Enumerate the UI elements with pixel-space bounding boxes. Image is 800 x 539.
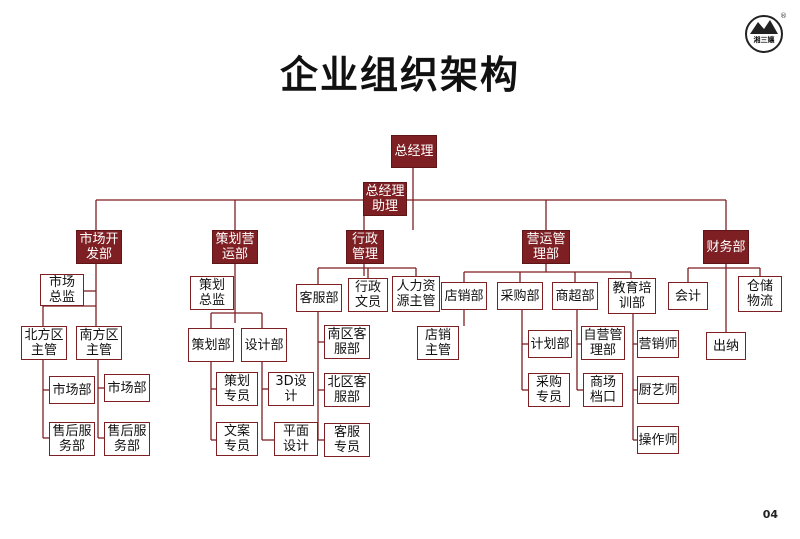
node-warehouse-logistics: 仓储 物流 (738, 276, 782, 312)
node-market-director: 市场 总监 (40, 274, 84, 306)
node-store-sales: 店销部 (441, 282, 487, 310)
node-north-market: 市场部 (49, 376, 95, 404)
node-3d-design: 3D设 计 (268, 372, 314, 406)
node-general-manager: 总经理 (391, 135, 437, 168)
node-flat-design: 平面 设计 (274, 422, 318, 456)
node-education-training: 教育培 训部 (608, 278, 656, 314)
node-design-dept: 设计部 (241, 328, 287, 362)
node-south-manager: 南方区 主管 (76, 326, 122, 360)
node-planning-specialist: 策划 专员 (216, 372, 258, 406)
node-sales-trainer: 营销师 (637, 330, 679, 358)
node-supermarket: 商超部 (552, 282, 598, 310)
logo-text: 湘三孃 (754, 35, 776, 44)
node-finance: 财务部 (703, 230, 749, 264)
node-mall-counter: 商场 档口 (583, 373, 623, 407)
node-customer-service: 客服部 (296, 284, 342, 312)
node-planning-dept: 策划部 (188, 328, 234, 362)
node-south-cs: 南区客 服部 (324, 325, 370, 359)
node-gm-assistant: 总经理 助理 (363, 182, 407, 216)
node-north-cs: 北区客 服部 (324, 373, 370, 407)
node-administration: 行政 管理 (346, 230, 384, 264)
node-purchase-specialist: 采购 专员 (528, 373, 570, 407)
node-purchasing: 采购部 (497, 282, 543, 310)
node-hr-manager: 人力资 源主管 (392, 276, 440, 312)
node-market-development: 市场开 发部 (76, 230, 122, 264)
page-title: 企业组织架构 (279, 53, 520, 97)
brand-logo: 湘三孃 (745, 15, 783, 53)
node-operations-management: 营运管 理部 (522, 230, 570, 264)
node-admin-clerk: 行政 文员 (348, 278, 388, 312)
node-planning-director: 策划 总监 (190, 276, 234, 310)
node-south-market: 市场部 (104, 374, 150, 402)
node-north-manager: 北方区 主管 (21, 326, 67, 360)
node-cs-specialist: 客服 专员 (324, 423, 370, 457)
node-accountant: 会计 (668, 282, 708, 310)
node-planning-operations: 策划营 运部 (212, 230, 258, 264)
node-south-after-sales: 售后服 务部 (104, 422, 150, 456)
page-number: 04 (762, 508, 778, 521)
node-chef: 厨艺师 (637, 376, 679, 404)
node-north-after-sales: 售后服 务部 (49, 422, 95, 456)
node-cashier: 出纳 (706, 332, 746, 360)
node-operator: 操作师 (637, 426, 679, 454)
node-copywriting-specialist: 文案 专员 (216, 422, 258, 456)
node-store-manager: 店销 主管 (417, 326, 459, 360)
node-planning-unit: 计划部 (528, 330, 572, 358)
node-self-managed: 自营管 理部 (581, 326, 625, 360)
registered-mark: ® (780, 12, 787, 20)
